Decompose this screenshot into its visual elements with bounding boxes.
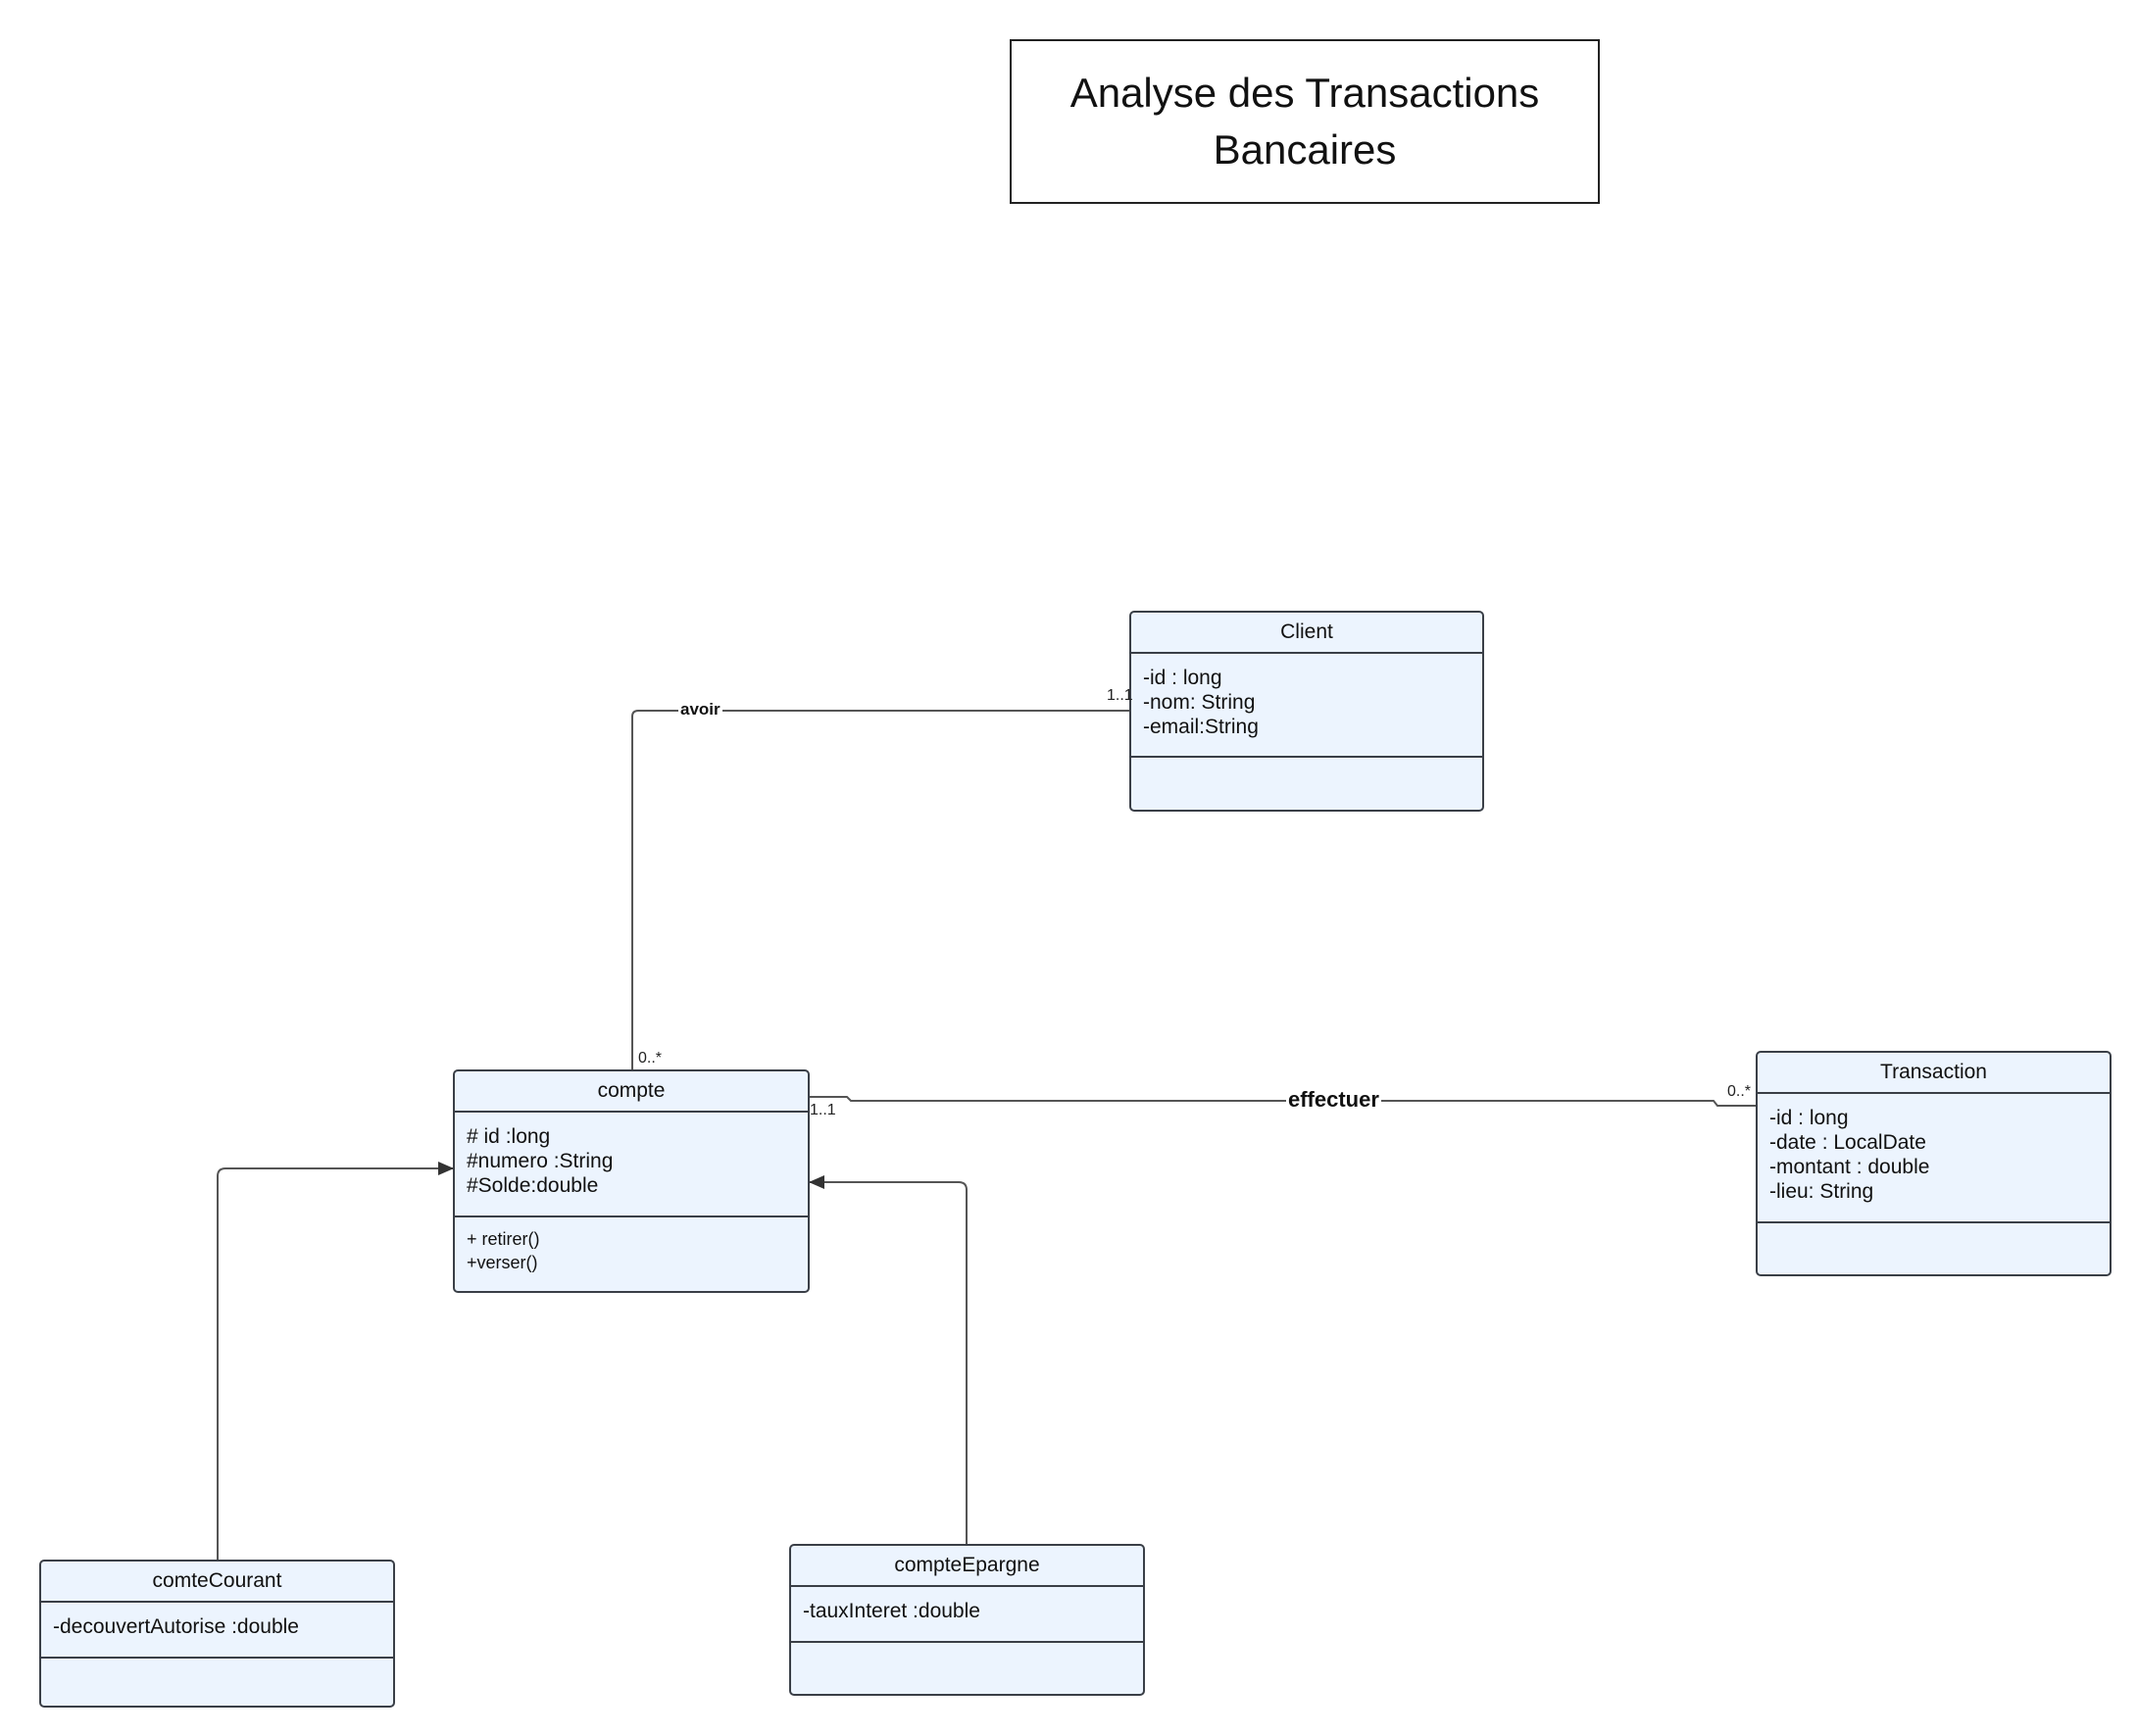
class-client-operations xyxy=(1131,758,1482,777)
association-effectuer-line[interactable] xyxy=(810,1096,1756,1107)
operation: + retirer() xyxy=(467,1229,540,1249)
diagram-title: Analyse des Transactions Bancaires xyxy=(1069,70,1540,173)
association-avoir-label: avoir xyxy=(678,700,722,719)
class-compte[interactable]: compte # id :long #numero :String #Solde… xyxy=(453,1069,810,1293)
class-client[interactable]: Client -id : long -nom: String -email:St… xyxy=(1129,611,1484,812)
attribute: -id : long xyxy=(1769,1107,1849,1129)
class-transaction-name: Transaction xyxy=(1758,1053,2110,1094)
class-compteepargne-attributes: -tauxInteret :double xyxy=(791,1587,1143,1643)
attribute: #Solde:double xyxy=(467,1174,599,1197)
class-comtecourant-operations xyxy=(41,1659,393,1678)
attribute: -nom: String xyxy=(1143,691,1256,714)
association-avoir-line[interactable] xyxy=(631,710,1129,1069)
class-client-name: Client xyxy=(1131,613,1482,654)
attribute: -date : LocalDate xyxy=(1769,1131,1926,1154)
class-transaction[interactable]: Transaction -id : long -date : LocalDate… xyxy=(1756,1051,2112,1276)
association-effectuer-label: effectuer xyxy=(1286,1087,1381,1113)
diagram-title-box: Analyse des Transactions Bancaires xyxy=(1010,39,1600,204)
attribute: # id :long xyxy=(467,1125,551,1148)
multiplicity-effectuer-compte: 1..1 xyxy=(810,1102,836,1118)
class-comtecourant[interactable]: comteCourant -decouvertAutorise :double xyxy=(39,1560,395,1708)
class-transaction-operations xyxy=(1758,1223,2110,1243)
attribute: -email:String xyxy=(1143,716,1259,738)
attribute: -id : long xyxy=(1143,667,1222,689)
class-comtecourant-attributes: -decouvertAutorise :double xyxy=(41,1603,393,1659)
attribute: -lieu: String xyxy=(1769,1180,1874,1203)
attribute: -tauxInteret :double xyxy=(803,1600,980,1622)
class-compte-name: compte xyxy=(455,1071,808,1113)
multiplicity-avoir-compte: 0..* xyxy=(638,1050,663,1066)
attribute: -montant : double xyxy=(1769,1156,1930,1178)
attribute: #numero :String xyxy=(467,1150,614,1172)
class-compte-operations: + retirer() +verser() xyxy=(455,1217,808,1284)
multiplicity-effectuer-transaction: 0..* xyxy=(1727,1083,1752,1100)
class-transaction-attributes: -id : long -date : LocalDate -montant : … xyxy=(1758,1094,2110,1223)
class-client-attributes: -id : long -nom: String -email:String xyxy=(1131,654,1482,758)
class-compteepargne[interactable]: compteEpargne -tauxInteret :double xyxy=(789,1544,1145,1696)
inheritance-compteepargne-line[interactable] xyxy=(809,1175,968,1544)
class-comtecourant-name: comteCourant xyxy=(41,1562,393,1603)
operation: +verser() xyxy=(467,1253,538,1272)
attribute: -decouvertAutorise :double xyxy=(53,1615,299,1638)
class-compte-attributes: # id :long #numero :String #Solde:double xyxy=(455,1113,808,1217)
inheritance-comtecourant-line[interactable] xyxy=(217,1162,454,1560)
class-compteepargne-name: compteEpargne xyxy=(791,1546,1143,1587)
class-compteepargne-operations xyxy=(791,1643,1143,1662)
multiplicity-avoir-client: 1..1 xyxy=(1107,687,1133,704)
